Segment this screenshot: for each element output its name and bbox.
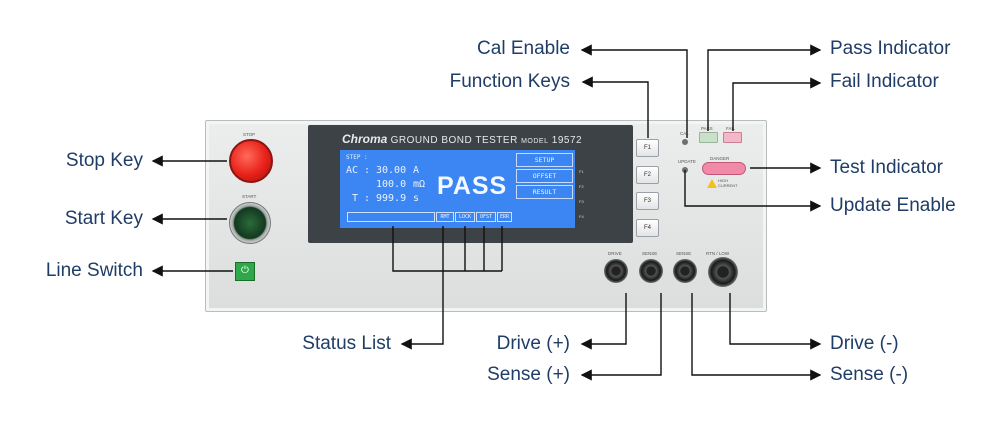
current-unit: A <box>413 165 420 176</box>
current-value: 30.00 <box>376 165 407 176</box>
callout-drive-minus: Drive (-) <box>830 333 899 354</box>
leader-update-enable <box>684 170 822 212</box>
menu-setup: SETUP <box>516 153 573 167</box>
sense-plus-terminal[interactable] <box>639 259 663 283</box>
menu-result: RESULT <box>516 185 573 199</box>
function-key-f2[interactable]: F2 <box>636 166 659 184</box>
status-lock: LOCK <box>455 212 475 222</box>
result-text: PASS <box>437 172 508 200</box>
test-indicator <box>702 162 746 175</box>
function-key-f1[interactable]: F1 <box>636 139 659 157</box>
callout-test-indicator: Test Indicator <box>830 157 943 178</box>
brand-logo: Chroma <box>342 132 388 146</box>
cal-enable-led <box>682 139 688 145</box>
lcd-screen <box>340 150 575 228</box>
leader-drive-minus <box>729 293 822 350</box>
resistance-unit: mΩ <box>413 179 426 190</box>
high-current-label: HIGH CURRENT <box>718 178 738 188</box>
update-label: UPDATE <box>678 159 696 164</box>
terminal-label-rtn-low: RTN / LOW <box>706 251 730 256</box>
callout-sense-minus: Sense (-) <box>830 364 909 385</box>
callout-cal-enable: Cal Enable <box>477 38 570 59</box>
lcd-f1-label: F1 <box>579 169 584 174</box>
resistance-value: 100.0 <box>376 179 407 190</box>
cal-label: CAL <box>680 131 689 136</box>
leader-fail-indicator <box>732 77 822 131</box>
danger-label: DANGER <box>710 156 730 161</box>
leader-pass-indicator <box>707 44 822 131</box>
sense-minus-terminal[interactable] <box>673 259 697 283</box>
fail-label: FAIL <box>726 126 736 131</box>
model-text: GROUND BOND TESTER <box>390 135 518 146</box>
leader-sense-plus <box>580 293 662 381</box>
line-switch[interactable]: ⏻ <box>235 262 255 281</box>
time-label: T : <box>352 193 371 204</box>
menu-offset: OFFSET <box>516 169 573 183</box>
callout-status-list: Status List <box>302 333 391 354</box>
start-label: START <box>242 194 257 199</box>
leader-function-keys <box>581 76 649 138</box>
terminal-label-sense-1: SENSE <box>642 251 658 256</box>
warning-triangle-icon <box>707 179 717 188</box>
callout-sense-plus: Sense (+) <box>487 364 570 385</box>
model-number: 19572 <box>551 135 583 146</box>
callout-pass-indicator: Pass Indicator <box>830 38 951 59</box>
time-unit: s <box>413 193 420 204</box>
start-key[interactable] <box>229 202 271 244</box>
step-label: STEP : <box>346 154 368 161</box>
lcd-f3-label: F3 <box>579 199 584 204</box>
pass-label: PASS <box>701 126 713 131</box>
drive-minus-terminal[interactable] <box>708 257 738 287</box>
callout-line-switch: Line Switch <box>45 260 143 281</box>
fail-indicator <box>723 132 742 143</box>
leader-status-list <box>400 271 444 350</box>
terminal-label-sense-2: SENSE <box>676 251 692 256</box>
lcd-f2-label: F2 <box>579 184 584 189</box>
time-value: 999.9 <box>376 193 407 204</box>
function-key-f4[interactable]: F4 <box>636 219 659 237</box>
callout-start-key: Start Key <box>64 208 143 229</box>
power-icon: ⏻ <box>241 265 249 276</box>
stop-key[interactable] <box>229 139 273 183</box>
status-ofst: OFST <box>476 212 496 222</box>
leader-cal-enable <box>580 44 688 138</box>
callout-stop-key: Stop Key <box>65 150 143 171</box>
model-prefix: MODEL <box>521 138 549 145</box>
callout-drive-plus: Drive (+) <box>496 333 570 354</box>
status-message-field <box>347 212 435 222</box>
ac-label: AC : <box>346 165 371 176</box>
callout-update-enable: Update Enable <box>830 195 956 216</box>
status-err: ERR <box>497 212 512 222</box>
leader-sense-minus <box>691 293 822 381</box>
brand-model-line: Chroma GROUND BOND TESTER MODEL 19572 <box>342 132 582 146</box>
lcd-f4-label: F4 <box>579 214 584 219</box>
callout-function-keys: Function Keys <box>449 71 570 92</box>
leader-drive-plus <box>580 293 627 350</box>
drive-plus-terminal[interactable] <box>604 259 628 283</box>
leader-status-bracket <box>392 226 503 272</box>
status-rmt: RMT <box>436 212 454 222</box>
terminal-label-drive: DRIVE <box>608 251 622 256</box>
function-key-f3[interactable]: F3 <box>636 192 659 210</box>
callout-fail-indicator: Fail Indicator <box>830 71 939 92</box>
stop-label: STOP <box>243 132 256 137</box>
pass-indicator <box>699 132 718 143</box>
